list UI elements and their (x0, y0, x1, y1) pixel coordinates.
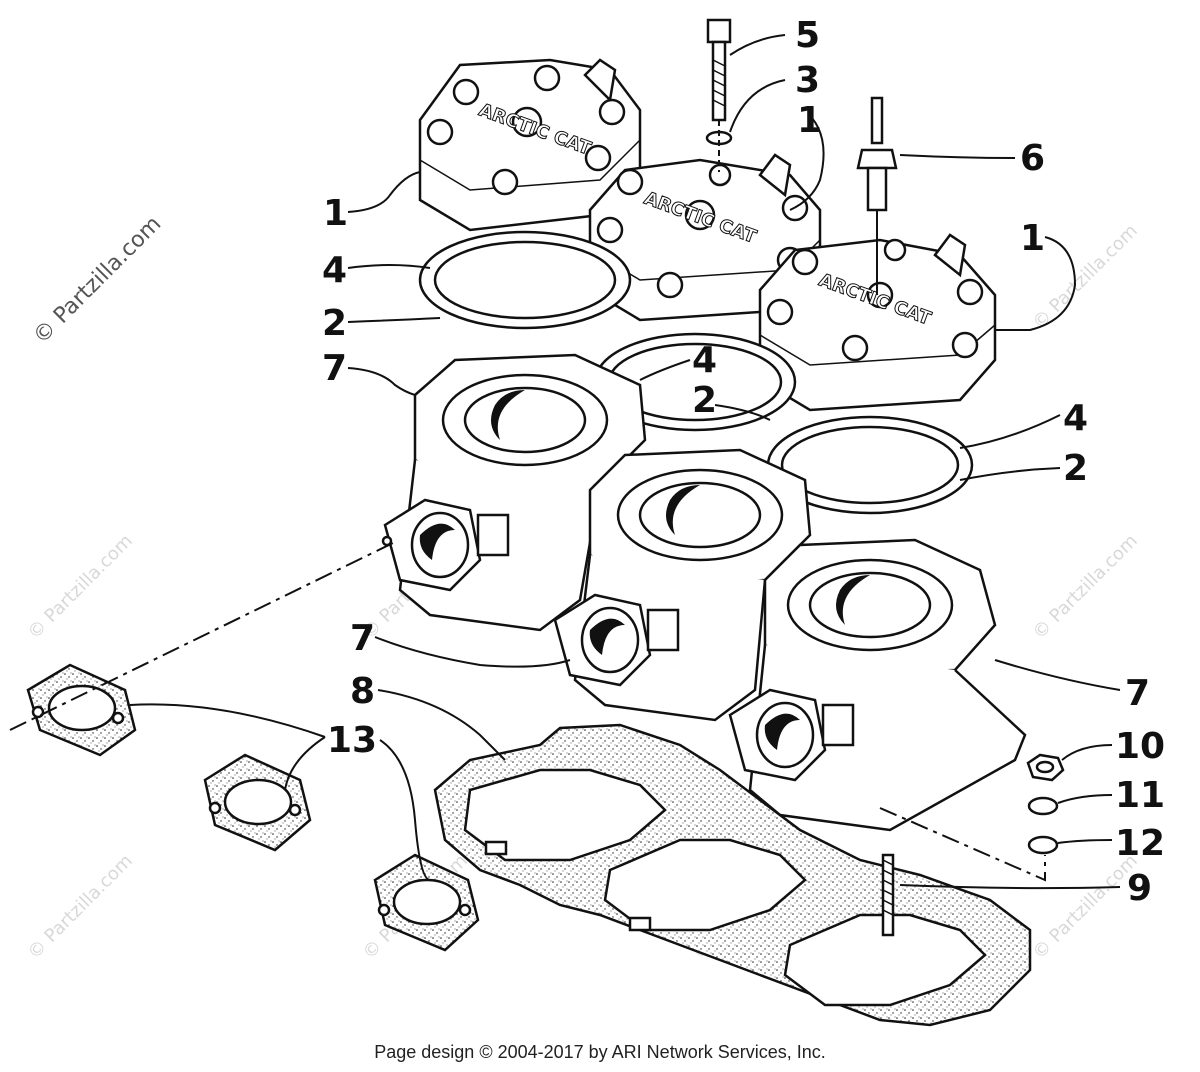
exhaust-gasket-2 (203, 753, 312, 852)
callout-8: 8 (350, 671, 375, 712)
leader-lines (9, 34, 1121, 890)
head-bolt (706, 18, 732, 122)
nut (1026, 753, 1065, 782)
callout-4: 4 (692, 340, 717, 381)
head-gasket-3 (766, 415, 974, 515)
callout-2: 2 (1063, 448, 1088, 489)
exhaust-gasket-1 (26, 663, 137, 757)
callout-6: 6 (1020, 138, 1045, 179)
watermark: © Partzilla.com (24, 850, 137, 963)
callout-2: 2 (692, 380, 717, 421)
lock-washer (1027, 796, 1059, 816)
callout-10: 10 (1115, 726, 1165, 767)
callout-7: 7 (350, 618, 375, 659)
watermark: © Partzilla.com (1029, 850, 1142, 963)
watermark: © Partzilla.com (24, 530, 137, 643)
watermark: © Partzilla.com (1029, 530, 1142, 643)
spark-plug (856, 96, 898, 295)
head-gasket-2 (593, 332, 797, 432)
callout-5: 5 (795, 15, 820, 56)
cylinder-3 (728, 538, 1027, 832)
callout-1: 1 (797, 100, 822, 141)
callout-labels: 5 3 1 6 1 1 4 2 7 4 2 4 2 7 7 8 13 10 11… (322, 15, 1165, 909)
callout-9: 9 (1127, 868, 1152, 909)
callout-13: 13 (327, 720, 377, 761)
callout-1: 1 (323, 193, 348, 234)
callout-7: 7 (1125, 673, 1150, 714)
callout-7: 7 (322, 348, 347, 389)
flat-washer (1027, 835, 1059, 855)
cylinder-1 (381, 353, 647, 632)
cylinder-head-3: ARCTIC CAT (758, 233, 997, 412)
copyright-footer: Page design © 2004-2017 by ARI Network S… (374, 1042, 826, 1062)
callout-1: 1 (1020, 218, 1045, 259)
stud (881, 853, 895, 937)
callout-12: 12 (1115, 823, 1165, 864)
cylinder-head-2: ARCTIC CAT (588, 153, 822, 322)
callout-11: 11 (1115, 775, 1165, 816)
callout-2: 2 (322, 303, 347, 344)
callout-4: 4 (322, 250, 347, 291)
cylinder-head-1: ARCTIC CAT (418, 58, 642, 232)
head-gasket-1 (418, 230, 632, 330)
watermark-main: © Partzilla.com (29, 212, 167, 350)
callout-3: 3 (795, 60, 820, 101)
cylinder-2 (553, 448, 812, 722)
exhaust-gasket-3 (373, 853, 480, 952)
callout-4: 4 (1063, 398, 1088, 439)
base-gasket (433, 723, 1032, 1027)
